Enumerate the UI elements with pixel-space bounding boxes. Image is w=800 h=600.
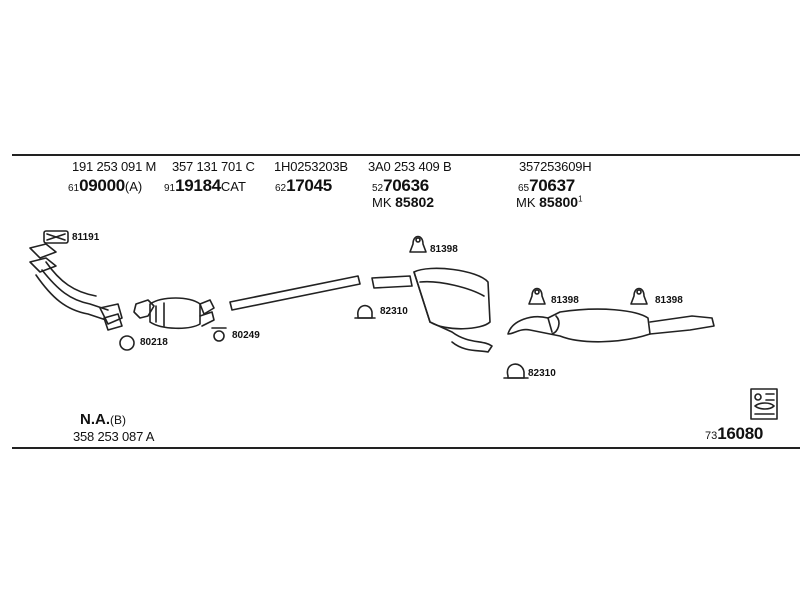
article-suffix-2: CAT — [220, 179, 246, 194]
kit-main: 16080 — [717, 424, 764, 443]
label-hanger-3: 81398 — [655, 295, 683, 306]
article-prefix-2: 91 — [164, 183, 176, 194]
mk-mark-5: 1 — [578, 194, 583, 204]
article-prefix-1: 61 — [68, 183, 80, 194]
rear-silencer[interactable] — [507, 308, 715, 343]
oe-number-1: 191 253 091 M — [72, 159, 157, 174]
front-pipe[interactable] — [29, 243, 123, 331]
na-oe-number: 358 253 087 A — [73, 429, 155, 444]
ring-gasket-icon — [119, 335, 135, 351]
mk-prefix-4: MK — [372, 195, 392, 210]
label-clamp-low: 82310 — [528, 368, 556, 379]
label-hanger-2: 81398 — [551, 295, 579, 306]
mk-value-5: 85800 — [539, 194, 579, 210]
label-ring-gasket: 80218 — [140, 337, 168, 348]
label-gasket-top: 81191 — [72, 232, 100, 243]
article-main-3: 17045 — [286, 176, 332, 195]
na-suffix: (B) — [110, 413, 126, 427]
top-rule — [12, 154, 800, 156]
mk-value-4: 85802 — [395, 194, 435, 210]
article-suffix-1: (A) — [124, 179, 143, 194]
article-number-4[interactable]: 5270636 — [372, 177, 429, 195]
label-clamp-mid: 82310 — [380, 306, 408, 317]
article-main-1: 09000 — [79, 176, 125, 195]
clamp-mid-icon — [354, 304, 376, 319]
clamp-low-icon — [503, 363, 529, 379]
oe-number-2: 357 131 701 C — [172, 159, 255, 174]
na-label: N.A.(B) — [80, 412, 126, 428]
hanger-2-icon — [528, 287, 546, 305]
gasket-top-icon — [43, 230, 69, 244]
catalytic-converter[interactable] — [133, 297, 215, 330]
article-prefix-5: 65 — [518, 183, 530, 194]
article-main-4: 70636 — [383, 176, 429, 195]
assembly-kit-icon — [750, 388, 778, 420]
mk-number-5: MK 858001 — [516, 195, 583, 209]
label-cat-clamp: 80249 — [232, 330, 260, 341]
na-text: N.A. — [80, 411, 110, 428]
cat-clamp-icon — [211, 327, 227, 342]
oe-number-3: 1H0253203B — [274, 159, 348, 174]
middle-pipe[interactable] — [229, 275, 361, 311]
mk-prefix-5: MK — [516, 195, 536, 210]
article-number-1[interactable]: 6109000(A) — [68, 177, 142, 195]
center-muffler[interactable] — [371, 267, 493, 353]
mk-number-4: MK 85802 — [372, 195, 434, 209]
article-prefix-3: 62 — [275, 183, 287, 194]
article-number-5[interactable]: 6570637 — [518, 177, 575, 195]
article-number-3[interactable]: 6217045 — [275, 177, 332, 195]
label-hanger-1: 81398 — [430, 244, 458, 255]
oe-number-5: 357253609H — [519, 159, 592, 174]
article-main-2: 19184 — [175, 176, 221, 195]
kit-prefix: 73 — [705, 430, 718, 442]
hanger-3-icon — [630, 287, 648, 305]
article-main-5: 70637 — [529, 176, 575, 195]
article-prefix-4: 52 — [372, 183, 384, 194]
oe-number-4: 3A0 253 409 B — [368, 159, 452, 174]
bottom-rule — [12, 447, 800, 449]
hanger-1-icon — [409, 235, 427, 253]
kit-number[interactable]: 7316080 — [705, 425, 763, 443]
article-number-2[interactable]: 9119184CAT — [164, 177, 246, 195]
